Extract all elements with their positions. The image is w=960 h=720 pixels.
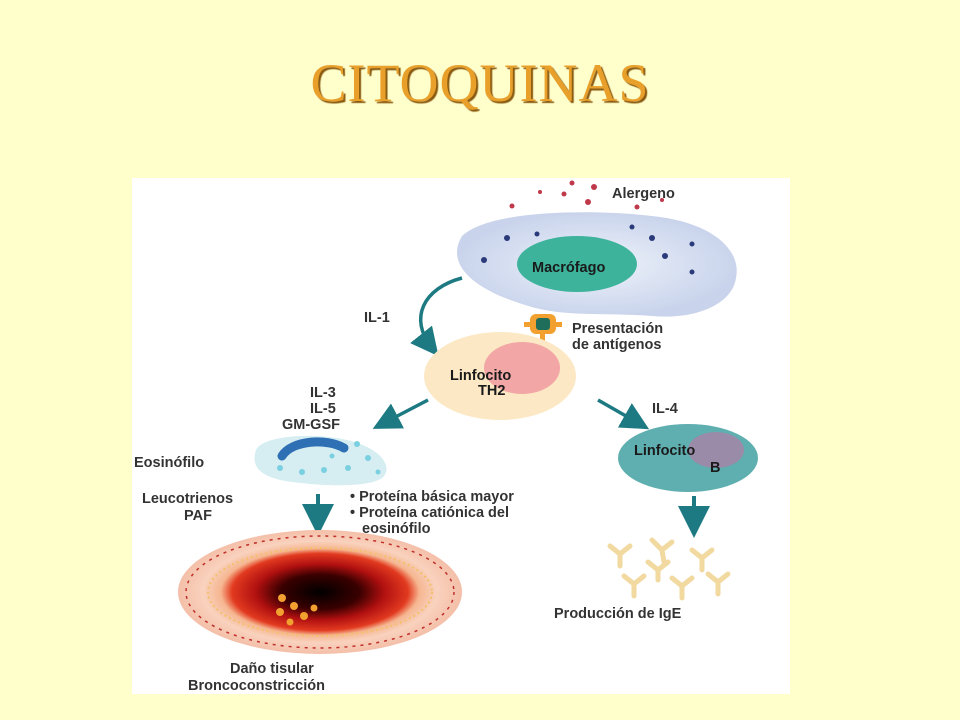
protein-line1: • Proteína básica mayor [350,489,514,505]
damage-line2: Broncoconstricción [188,678,325,694]
ige-antibodies [607,537,731,601]
cytokine-il5: IL-5 [310,401,336,417]
protein-line3: eosinófilo [362,521,431,537]
macrophage-cell [456,212,737,317]
cytokine-il4: IL-4 [652,401,678,417]
b-lymphocyte [618,424,758,492]
il1-arrow [410,276,463,357]
eosinophil-label: Eosinófilo [134,455,204,471]
th2-lymphocyte [424,332,576,420]
airway-cross-section [178,530,462,654]
th2-label-line1: Linfocito [450,368,511,384]
mediator-leukotrienes: Leucotrienos [142,491,233,507]
ige-production-label: Producción de IgE [554,606,682,622]
cytokine-il3: IL-3 [310,385,336,401]
antigen-presentation-line1: Presentación [572,321,663,337]
th2-label-line2: TH2 [478,383,505,399]
cytokine-gm-gsf: GM-GSF [282,417,340,433]
allergen-label: Alergeno [612,186,675,202]
bcell-label-line1: Linfocito [634,443,695,459]
mediator-paf: PAF [184,508,212,524]
bcell-label-line2: B [710,460,720,476]
macrophage-label: Macrófago [532,260,605,276]
antigen-presentation-icon [524,314,562,344]
th2-to-bcell-arrow [597,398,650,430]
antigen-presentation-line2: de antígenos [572,337,661,353]
damage-line1: Daño tisular [230,661,314,677]
cytokine-diagram: Alergeno Macrófago IL-1 Presentación de … [132,178,790,694]
slide-title: CITOQUINAS [310,53,650,113]
protein-line2: • Proteína catiónica del [350,505,509,521]
th2-to-eosinophil-arrow [372,398,429,429]
il1-label: IL-1 [364,310,390,326]
eosinophil-cell [254,435,387,486]
